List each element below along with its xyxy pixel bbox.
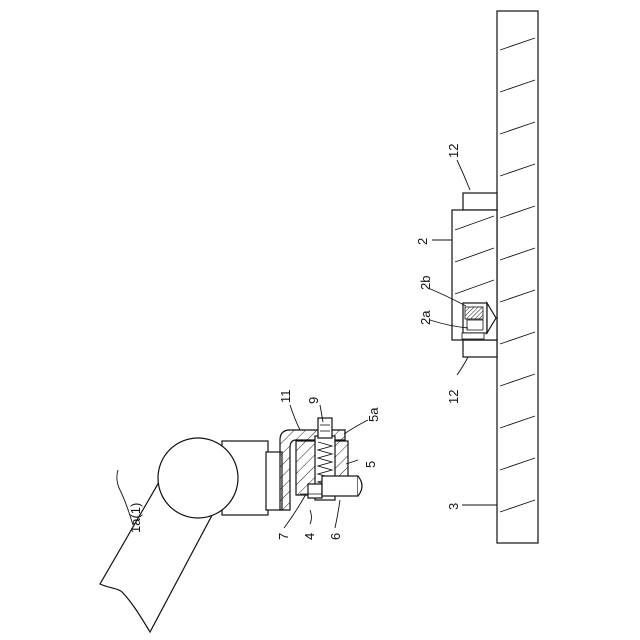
head-5a xyxy=(318,418,332,438)
pin-6 xyxy=(322,476,362,496)
table-3 xyxy=(497,11,538,543)
robot-arm xyxy=(100,438,282,632)
label-12-lower: 12 xyxy=(446,390,461,404)
label-9: 9 xyxy=(306,397,321,404)
leader-11 xyxy=(290,405,300,430)
label-3: 3 xyxy=(446,503,461,510)
leader-12-lower xyxy=(457,357,468,375)
label-12-upper: 12 xyxy=(446,144,461,158)
leader-4 xyxy=(310,510,312,524)
label-6: 6 xyxy=(328,533,343,540)
label-5: 5 xyxy=(363,461,378,468)
label-7: 7 xyxy=(276,533,291,540)
label-5a: 5a xyxy=(366,407,381,422)
clamp-12-upper xyxy=(463,193,497,210)
leader-6 xyxy=(335,500,340,528)
leader-5a xyxy=(344,420,368,434)
leader-12-upper xyxy=(457,160,470,190)
workpiece-2 xyxy=(452,210,497,340)
label-1a: 1a(1) xyxy=(128,503,143,533)
label-11: 11 xyxy=(278,390,293,404)
label-4: 4 xyxy=(302,533,317,540)
label-2a: 2a xyxy=(418,310,433,325)
plunger-7 xyxy=(308,484,322,498)
label-2: 2 xyxy=(415,238,430,245)
clamp-12-lower xyxy=(463,340,497,357)
label-2b: 2b xyxy=(418,276,433,290)
